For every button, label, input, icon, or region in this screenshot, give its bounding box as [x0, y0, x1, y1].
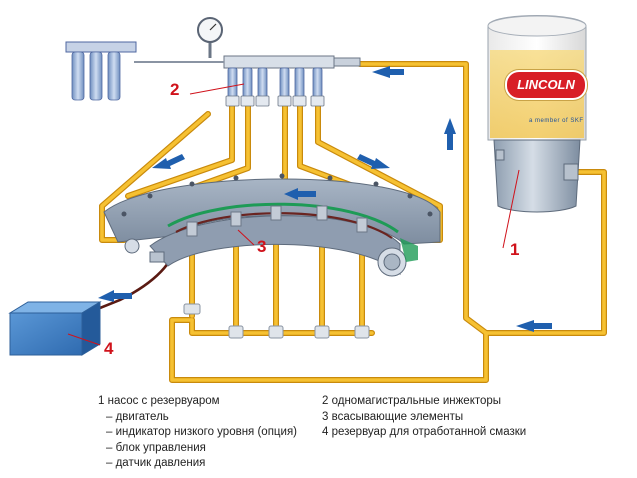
flow-arrows — [98, 66, 552, 332]
arrow-icon — [444, 118, 456, 150]
arrow-icon — [152, 154, 185, 169]
skf-label: a member of SKF — [529, 118, 584, 124]
arrow-icon — [516, 320, 552, 332]
callout-1: 1 — [510, 240, 520, 259]
callout-3: 3 — [257, 237, 267, 256]
suction-elements — [186, 205, 368, 237]
arrow-icon — [284, 188, 316, 200]
legend-item-pump: 1 насос с резервуаром — [98, 395, 220, 407]
arrow-icon — [372, 66, 404, 78]
legend-subitem-low-level: – индикатор низкого уровня (опция) — [106, 426, 298, 439]
callout-leaders — [67, 83, 520, 346]
legend-item-suction: 3 всасывающие элементы — [322, 410, 464, 423]
callout-2: 2 — [170, 80, 180, 99]
arrow-icon — [98, 290, 132, 302]
injector-manifold — [134, 17, 361, 107]
lower-fittings — [183, 303, 370, 339]
pump-with-reservoir — [487, 15, 587, 213]
lincoln-logo: LINCOLN — [507, 72, 585, 98]
callout-4: 4 — [104, 339, 114, 358]
arrow-icon — [357, 154, 390, 169]
legend-left: 1 насос с резервуаром – двигатель – инди… — [98, 394, 297, 472]
legend-right: 2 одномагистральные инжекторы 3 всасываю… — [322, 394, 526, 441]
legend-subitem-control-unit: – блок управления — [106, 441, 206, 454]
legend-item-injectors: 2 одномагистральные инжекторы — [322, 395, 502, 407]
legend-item-waste-reservoir: 4 резервуар для отработанной смазки — [322, 426, 527, 439]
filter-bank — [65, 41, 137, 101]
legend-subitem-pressure-sensor: – датчик давления — [106, 457, 206, 470]
legend-subitem-motor: – двигатель — [106, 410, 169, 423]
waste-grease-box — [8, 301, 102, 356]
